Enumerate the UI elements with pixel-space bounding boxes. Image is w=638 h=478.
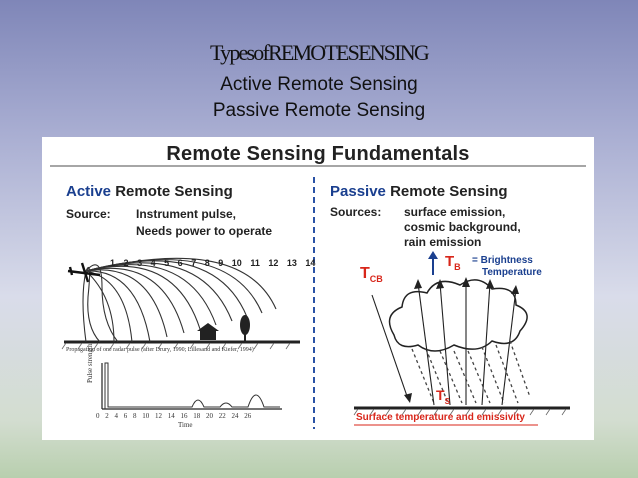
slide-title: TypesofREMOTESENSING bbox=[210, 40, 430, 65]
passive-source-line3: rain emission bbox=[404, 235, 482, 249]
passive-title-rest: Remote Sensing bbox=[390, 183, 508, 200]
active-panel-title: Active Remote Sensing bbox=[66, 183, 233, 200]
bullet-passive: Passive Remote Sensing bbox=[212, 100, 426, 121]
active-title-rest: Remote Sensing bbox=[115, 183, 233, 200]
bullet-active: Active Remote Sensing bbox=[220, 74, 418, 95]
active-source-label: Source: bbox=[66, 207, 111, 221]
tb-label-line1: = Brightness bbox=[472, 255, 533, 266]
active-source-line2: Needs power to operate bbox=[136, 224, 273, 238]
passive-bottom-caption: Surface temperature and emissivity bbox=[356, 412, 525, 423]
ts-symbol: TS bbox=[436, 387, 450, 406]
figure-graphics bbox=[50, 165, 586, 429]
figure-title: Remote Sensing Fundamentals bbox=[166, 143, 470, 165]
remote-sensing-figure: Remote Sensing Fundamentals Active Remot… bbox=[42, 137, 594, 440]
active-top-numbers: 1 2 3 4 5 6 7 8 9 10 11 12 13 14 bbox=[110, 258, 316, 268]
active-x-axis-label: Time bbox=[178, 421, 193, 429]
active-caption: Propagation of one radar pulse (after Dr… bbox=[66, 347, 254, 353]
passive-sources-label: Sources: bbox=[330, 205, 382, 219]
tb-label-line2: Temperature bbox=[482, 267, 542, 278]
tcb-symbol: TCB bbox=[360, 265, 383, 285]
passive-title-word: Passive bbox=[330, 183, 386, 200]
passive-panel-title: Passive Remote Sensing bbox=[330, 183, 508, 200]
tb-symbol: TB bbox=[445, 253, 461, 272]
passive-source-line1: surface emission, bbox=[404, 205, 506, 219]
active-source-line1: Instrument pulse, bbox=[136, 207, 237, 221]
active-x-ticks: 0 2 4 6 8 10 12 14 16 18 20 22 24 26 bbox=[96, 412, 252, 420]
active-title-word: Active bbox=[66, 183, 112, 200]
passive-source-line2: cosmic background, bbox=[404, 220, 521, 234]
active-y-axis-label: Pulse strength bbox=[86, 343, 94, 383]
